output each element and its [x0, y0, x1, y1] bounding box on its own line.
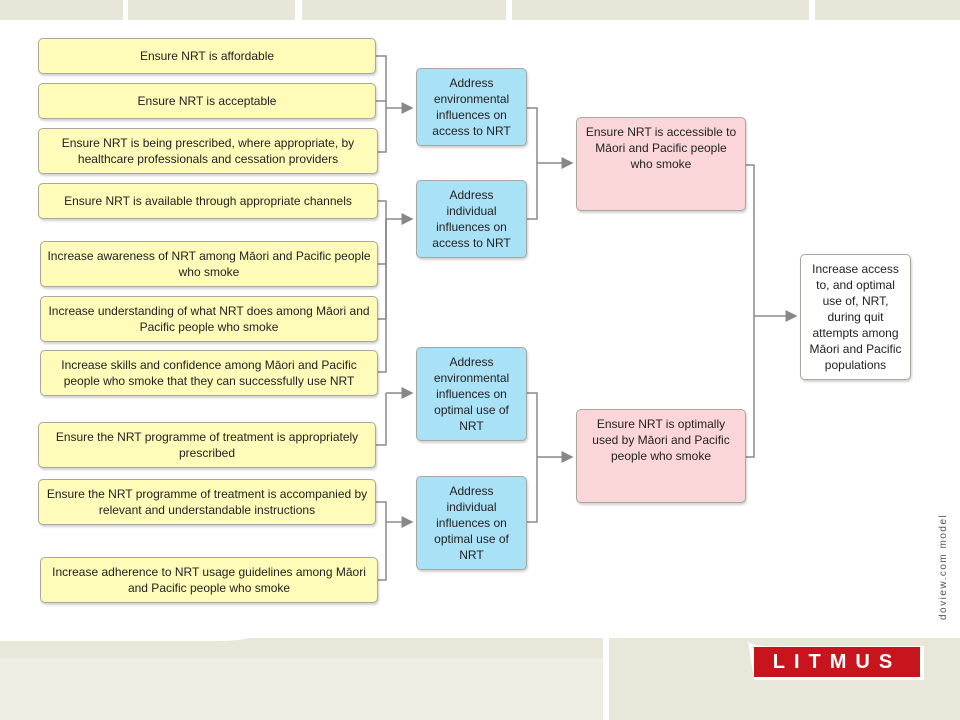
footer-curve: [0, 620, 273, 641]
footer-panel: [0, 658, 603, 720]
goal-box: Increase access to, and optimal use of, …: [800, 254, 911, 380]
top-bar: [0, 0, 960, 22]
activity-box: Increase skills and confidence among Māo…: [40, 350, 378, 396]
influence-box: Address environmental influences on opti…: [416, 347, 527, 441]
litmus-logo: LITMUS: [754, 647, 920, 677]
activity-box: Ensure the NRT programme of treatment is…: [38, 479, 376, 525]
top-segment: [128, 0, 295, 20]
top-segment: [815, 0, 960, 20]
activity-box: Ensure NRT is affordable: [38, 38, 376, 74]
activity-box: Ensure NRT is being prescribed, where ap…: [38, 128, 378, 174]
activity-box: Ensure NRT is acceptable: [38, 83, 376, 119]
activity-box: Increase understanding of what NRT does …: [40, 296, 378, 342]
influence-box: Address environmental influences on acce…: [416, 68, 527, 146]
outcome-box: Ensure NRT is accessible to Māori and Pa…: [576, 117, 746, 211]
top-segment: [0, 0, 123, 20]
influence-box: Address individual influences on access …: [416, 180, 527, 258]
activity-box: Increase awareness of NRT among Māori an…: [40, 241, 378, 287]
top-segment: [512, 0, 809, 20]
activity-box: Ensure NRT is available through appropri…: [38, 183, 378, 219]
influence-box: Address individual influences on optimal…: [416, 476, 527, 570]
footer-divider: [603, 638, 609, 720]
outcome-box: Ensure NRT is optimally used by Māori an…: [576, 409, 746, 503]
footer-area: [0, 638, 960, 720]
activity-box: Increase adherence to NRT usage guidelin…: [40, 557, 378, 603]
watermark-text: doview.com model: [938, 513, 949, 620]
activity-box: Ensure the NRT programme of treatment is…: [38, 422, 376, 468]
top-segment: [302, 0, 506, 20]
